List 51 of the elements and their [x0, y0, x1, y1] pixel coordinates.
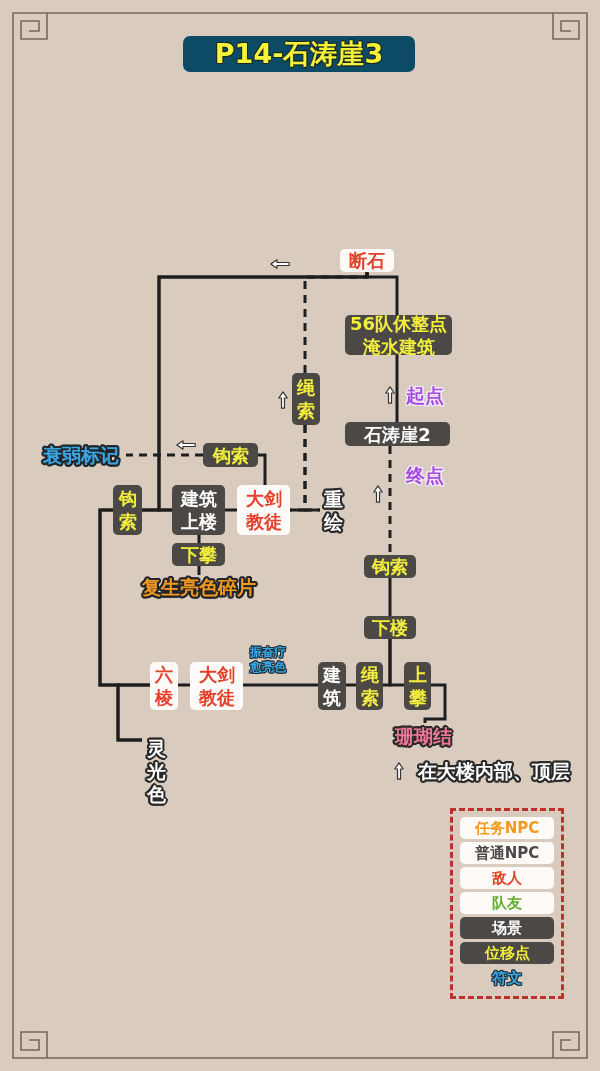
- location-box: 建筑: [318, 662, 346, 710]
- rune-label: 衰弱标记: [36, 443, 126, 468]
- route-line: [225, 508, 237, 512]
- dashed-route-line: [126, 453, 203, 457]
- legend-entry: 符文: [491, 968, 523, 989]
- waypoint-box: 绳索: [292, 373, 320, 425]
- legend-entry: 普通NPC: [460, 842, 554, 864]
- map-label: 灵光色: [142, 735, 170, 807]
- route-line: [197, 566, 201, 575]
- legend-entry: 位移点: [460, 942, 554, 964]
- route-line: [388, 639, 404, 687]
- waypoint-box: 钩索: [113, 485, 142, 535]
- waypoint-box: 下楼: [364, 616, 416, 639]
- waypoint-box: 绳索: [356, 662, 383, 710]
- legend-entry: 队友: [460, 892, 554, 914]
- route-line: [243, 683, 318, 687]
- note-text: 在大楼内部、顶层: [416, 758, 571, 784]
- item-label: 复生亮色碎片: [133, 575, 265, 600]
- map-label: 重绘: [320, 486, 347, 536]
- waypoint-box: 钩索: [203, 443, 258, 467]
- route-line: [258, 453, 267, 485]
- enemy-box: 六棱: [150, 662, 178, 710]
- route-line: [423, 683, 447, 723]
- route-line: [395, 355, 399, 422]
- legend-entry: 任务NPC: [460, 817, 554, 839]
- waypoint-box: 钩索: [364, 555, 416, 578]
- dashed-route-line: [388, 446, 392, 555]
- route-line: [388, 578, 392, 616]
- marker-label: 起点: [405, 383, 445, 407]
- location-box: 石涛崖2: [345, 422, 450, 446]
- enemy-box: 大剑教徒: [237, 485, 290, 535]
- marker-label: 终点: [405, 463, 445, 487]
- enemy-box: 断石: [340, 249, 394, 272]
- waypoint-box: [345, 315, 452, 355]
- waypoint-label: 淹水建筑: [362, 335, 435, 358]
- waypoint-box: 上攀: [404, 662, 431, 710]
- item-label: 珊瑚结: [388, 723, 458, 749]
- waypoint-label: 56队休整点: [349, 312, 448, 335]
- waypoint-box: 下攀: [172, 543, 225, 566]
- enemy-box: 大剑教徒: [190, 662, 243, 710]
- route-line: [178, 683, 190, 687]
- route-line: [290, 508, 320, 512]
- title-banner: P14-石涛崖3: [183, 36, 415, 72]
- route-line: [142, 508, 172, 512]
- legend-entry: 场景: [460, 917, 554, 939]
- location-box: 建筑上楼: [172, 485, 225, 535]
- rune-label: 振奋疗愈亮色: [249, 644, 287, 676]
- route-line: [98, 508, 142, 742]
- legend-entry: 敌人: [460, 867, 554, 889]
- route-line: [346, 683, 356, 687]
- route-line: [197, 535, 201, 543]
